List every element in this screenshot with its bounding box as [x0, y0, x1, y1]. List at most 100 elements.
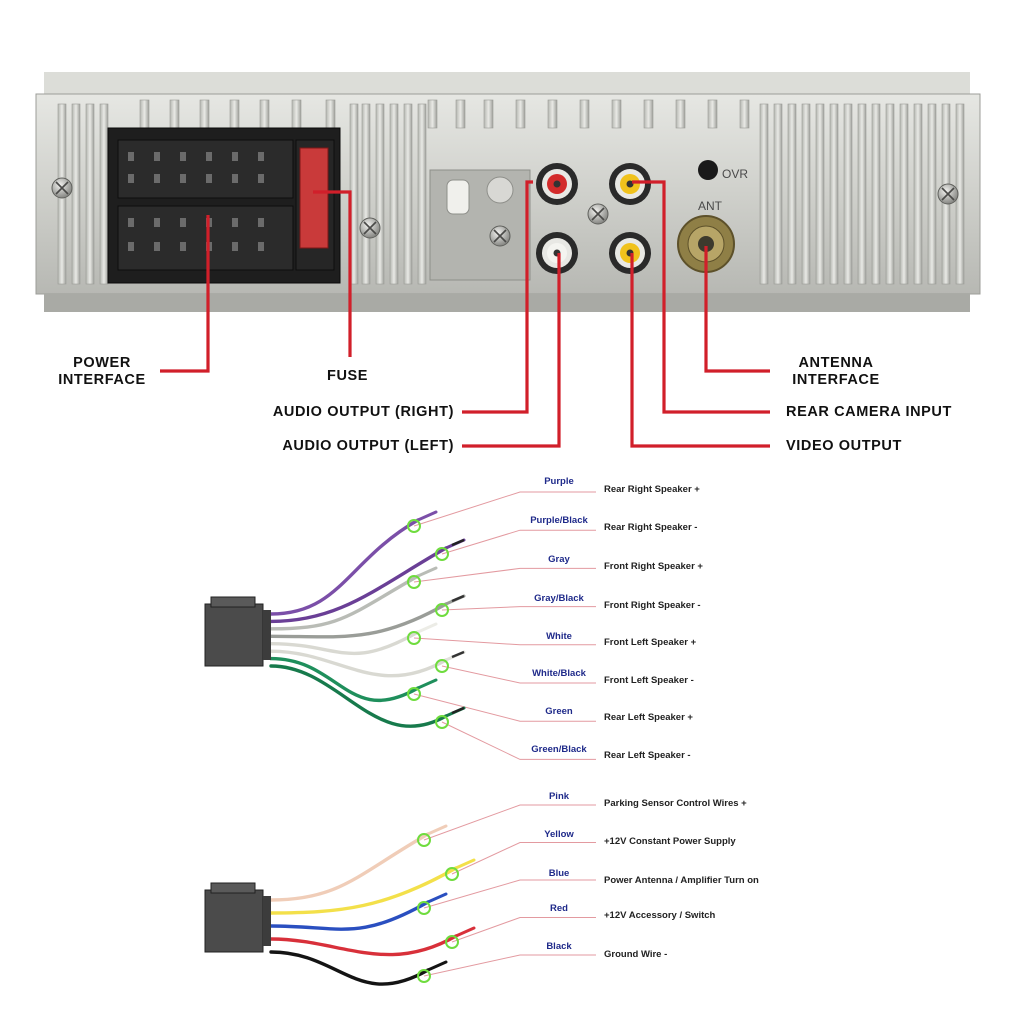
- cooling-fin: [85, 103, 95, 285]
- wire-stripe: [451, 650, 465, 659]
- vent-slot: [739, 99, 750, 129]
- wire-color-label: Yellow: [544, 829, 574, 840]
- vent-slot: [199, 99, 210, 129]
- vent-slot: [455, 99, 466, 129]
- connector-pin: [206, 152, 212, 161]
- callout-line: [441, 721, 596, 760]
- label-power-interface: POWER INTERFACE: [46, 355, 158, 389]
- wire: [269, 602, 448, 639]
- label-antenna-line1: ANTENNA: [798, 355, 874, 371]
- wire-tip: [454, 858, 476, 870]
- wire: [269, 900, 430, 931]
- cooling-fin: [773, 103, 783, 285]
- wire-tip: [426, 824, 448, 836]
- screw-icon: [937, 183, 959, 205]
- callout-line: [441, 529, 596, 555]
- connector-pin: [180, 174, 186, 183]
- wire-tip: [416, 510, 438, 522]
- connector-pin: [128, 218, 134, 227]
- cooling-fin: [857, 103, 867, 285]
- label-audio-output-right: AUDIO OUTPUT (RIGHT): [272, 404, 454, 420]
- connector-pin: [258, 152, 264, 161]
- wire: [269, 664, 448, 728]
- vent-slot: [483, 99, 494, 129]
- vent-slot: [547, 99, 558, 129]
- rca-jack-audio-right: [536, 163, 578, 205]
- wire-color-label: Gray/Black: [534, 593, 584, 604]
- center-recess: [429, 169, 531, 281]
- wire-tip: [454, 926, 476, 938]
- cooling-fin: [389, 103, 399, 285]
- wire-function-label: Front Left Speaker +: [604, 637, 697, 648]
- rca-jack-audio-left: [536, 232, 578, 274]
- cooling-fin: [787, 103, 797, 285]
- fuse-body: [299, 147, 329, 249]
- connector-pin: [128, 242, 134, 251]
- callout-line: [423, 804, 596, 841]
- vent-slot: [169, 99, 180, 129]
- cooling-fin: [801, 103, 811, 285]
- wire: [269, 546, 448, 624]
- leader-audio-left: [462, 253, 561, 448]
- wire: [269, 649, 448, 678]
- vent-slot: [259, 99, 270, 129]
- wire-tip: [416, 566, 438, 578]
- speaker-harness-wires: [269, 491, 596, 760]
- cooling-fin: [843, 103, 853, 285]
- cooling-fin: [99, 103, 109, 285]
- ovr-hole: [698, 160, 718, 180]
- wire-marker: [445, 867, 459, 881]
- connector-pin: [154, 218, 160, 227]
- wire-tip: [426, 960, 448, 972]
- wire-marker: [417, 833, 431, 847]
- cooling-fin: [375, 103, 385, 285]
- ovr-mark: OVR: [722, 167, 748, 181]
- wire-color-label: Green/Black: [531, 744, 587, 755]
- wire-function-label: Front Right Speaker -: [604, 600, 701, 611]
- wire: [269, 934, 458, 957]
- callout-line: [413, 491, 596, 527]
- cooling-fin: [871, 103, 881, 285]
- wire-marker: [435, 715, 449, 729]
- vent-slot: [675, 99, 686, 129]
- wire-function-label: Rear Left Speaker -: [604, 750, 691, 761]
- wire-tip: [416, 678, 438, 690]
- callout-leaders: [160, 180, 770, 448]
- vent-slot: [229, 99, 240, 129]
- connector-pin: [232, 152, 238, 161]
- vent-slot: [291, 99, 302, 129]
- cooling-fin: [403, 103, 413, 285]
- wire-marker: [417, 901, 431, 915]
- label-rear-camera-input: REAR CAMERA INPUT: [786, 404, 952, 420]
- cooling-fin: [885, 103, 895, 285]
- wire-color-label: Gray: [548, 554, 570, 565]
- vent-slot: [325, 99, 336, 129]
- connector-pin: [180, 242, 186, 251]
- vent-slot: [707, 99, 718, 129]
- connector-pin: [154, 152, 160, 161]
- callout-line: [423, 879, 596, 909]
- vent-slot: [611, 99, 622, 129]
- label-power-line2: INTERFACE: [58, 372, 146, 388]
- wire-color-label: Green: [545, 706, 573, 717]
- label-power-line1: POWER: [73, 355, 131, 371]
- head-unit-rear-panel: OVR ANT: [35, 72, 981, 312]
- cooling-fin: [71, 103, 81, 285]
- screw-icon: [489, 225, 511, 247]
- cooling-fin: [815, 103, 825, 285]
- cooling-fin: [829, 103, 839, 285]
- leader-rear-camera: [632, 180, 770, 414]
- callout-line: [441, 665, 596, 684]
- wire-function-label: Ground Wire -: [604, 949, 668, 960]
- iso-connector: [107, 127, 341, 284]
- connector-pin: [154, 174, 160, 183]
- cooling-fin: [417, 103, 427, 285]
- wire: [269, 630, 420, 656]
- leader-audio-right: [462, 180, 533, 414]
- wire-function-label: +12V Accessory / Switch: [604, 910, 716, 921]
- connector-pin: [180, 218, 186, 227]
- leader-antenna: [704, 246, 770, 373]
- leader-power: [160, 215, 210, 373]
- wire-function-label: Rear Left Speaker +: [604, 712, 693, 723]
- callout-line: [423, 954, 596, 977]
